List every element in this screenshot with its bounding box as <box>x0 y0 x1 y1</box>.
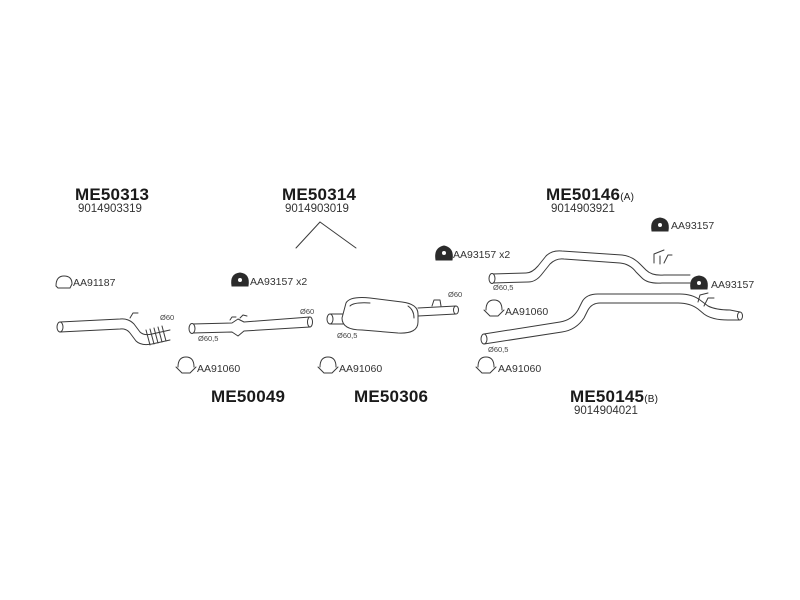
clamp-aa91060-icon-4 <box>475 356 497 374</box>
diameter-label: Ø60,5 <box>488 345 509 354</box>
part-code-me50313: ME50313 <box>75 185 150 204</box>
accessory-label-aa93157-x2-left: AA93157 x2 <box>250 276 308 288</box>
part-code-me50306: ME50306 <box>354 387 429 406</box>
oem-number-me50313: 9014903319 <box>78 203 142 215</box>
connector-line-left <box>295 221 321 249</box>
accessory-label-aa91187: AA91187 <box>73 277 116 289</box>
tail-pipe-me50145-b <box>480 292 743 345</box>
accessory-label-aa91060-top: AA91060 <box>505 306 549 318</box>
accessory-label-aa91060-left: AA91060 <box>197 363 241 375</box>
hanger-aa93157-top-icon <box>651 217 669 232</box>
connector-line-right <box>319 221 357 249</box>
diameter-label: Ø60,5 <box>198 334 219 343</box>
accessory-label-aa93157-top: AA93157 <box>671 220 715 232</box>
oem-number-me50314: 9014903019 <box>285 203 349 215</box>
diameter-label: Ø60,5 <box>337 331 358 340</box>
hanger-aa93157-x2-right-icon <box>435 245 453 261</box>
middle-silencer-me50306 <box>326 297 459 334</box>
clamp-aa91187-icon <box>55 275 73 289</box>
part-code-me50049: ME50049 <box>211 387 286 406</box>
variant-suffix-a: (A) <box>620 192 635 203</box>
hanger-aa93157-mid-icon <box>690 275 708 290</box>
part-code-me50146: ME50146(A) <box>546 186 634 203</box>
diameter-label: Ø60 <box>448 290 463 299</box>
part-code-me50146-text: ME50146 <box>546 185 621 204</box>
part-code-me50145: ME50145(B) <box>570 388 658 405</box>
diameter-label: Ø60 <box>160 313 175 322</box>
oem-number-me50146: 9014903921 <box>551 203 615 215</box>
oem-number-me50145: 9014904021 <box>574 405 638 417</box>
intermediate-pipe-me50049 <box>188 314 313 337</box>
part-code-me50314: ME50314 <box>282 185 357 204</box>
tail-pipe-me50146-a <box>488 249 691 284</box>
variant-suffix-b: (B) <box>644 394 659 405</box>
diameter-label: Ø60 <box>300 307 315 316</box>
accessory-label-aa93157-mid: AA93157 <box>711 279 755 291</box>
hanger-aa93157-x2-left-icon <box>231 272 249 287</box>
accessory-label-aa93157-x2-right: AA93157 x2 <box>453 249 511 261</box>
clamp-aa91060-icon-1 <box>483 299 505 317</box>
accessory-label-aa91060-right: AA91060 <box>498 363 542 375</box>
diameter-label: Ø60,5 <box>493 283 514 292</box>
front-pipe-me50313 <box>56 312 171 346</box>
clamp-aa91060-icon-3 <box>317 356 339 374</box>
part-code-me50145-text: ME50145 <box>570 387 645 406</box>
accessory-label-aa91060-center: AA91060 <box>339 363 383 375</box>
clamp-aa91060-icon-2 <box>175 356 197 374</box>
